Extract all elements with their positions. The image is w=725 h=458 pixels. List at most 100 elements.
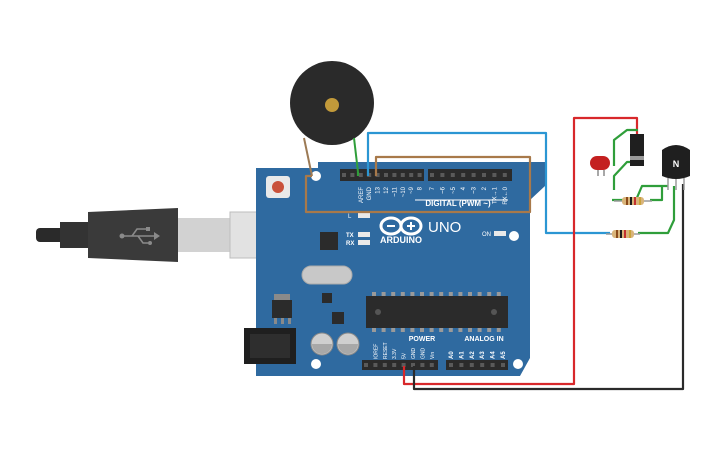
digital-label: DIGITAL (PWM ~)	[425, 199, 491, 208]
pin-hole[interactable]	[471, 173, 476, 177]
buzzer-leg	[303, 137, 313, 177]
power-pin-label: GND	[420, 348, 426, 360]
pin-hole[interactable]	[449, 363, 453, 367]
chip-leg	[468, 292, 472, 296]
pin-hole[interactable]	[392, 173, 397, 177]
svg-text:TX: TX	[346, 233, 354, 239]
chip-leg	[420, 292, 424, 296]
chip-leg	[439, 328, 444, 332]
pin-hole[interactable]	[490, 363, 495, 367]
arduino-infinity-logo-icon	[379, 216, 423, 236]
pin-hole[interactable]	[429, 363, 434, 367]
pin-hole[interactable]	[342, 173, 346, 177]
npn-transistor[interactable]: N	[662, 145, 690, 190]
mounting-hole	[311, 359, 321, 369]
pin-hole[interactable]	[492, 173, 497, 177]
analog-pin-label: A1	[459, 351, 465, 359]
usb-cable[interactable]	[36, 208, 271, 262]
mounting-hole	[513, 359, 523, 369]
digital-pin-label: 2	[482, 186, 488, 190]
small-chip	[322, 293, 332, 303]
analog-pin-label: A5	[501, 351, 507, 359]
chip-leg	[458, 328, 463, 332]
pin-hole[interactable]	[384, 173, 388, 177]
pin-hole[interactable]	[375, 173, 380, 177]
crystal-oscillator	[301, 265, 353, 285]
tx-led: TX	[346, 232, 370, 239]
chip-leg	[468, 328, 472, 332]
pin-hole[interactable]	[373, 363, 378, 367]
red-led[interactable]	[590, 156, 610, 176]
diode[interactable]	[630, 134, 644, 166]
analog-pin-label: A4	[491, 351, 497, 359]
pin-hole[interactable]	[440, 173, 445, 177]
wire-black[interactable]	[412, 184, 685, 391]
piezo-buzzer[interactable]	[290, 61, 374, 177]
chip-leg	[477, 292, 482, 296]
pin-hole[interactable]	[364, 363, 368, 367]
wire-green[interactable]	[638, 186, 676, 235]
resistor-bottom[interactable]	[606, 230, 640, 238]
digital-pin-label: 4	[461, 186, 467, 190]
digital-pin-label: 13	[376, 186, 382, 193]
pin-hole[interactable]	[459, 363, 464, 367]
mounting-hole	[311, 171, 321, 181]
pin-hole[interactable]	[411, 363, 415, 367]
chip-leg	[381, 292, 386, 296]
transistor-label: N	[673, 159, 680, 169]
pin-hole[interactable]	[401, 363, 406, 367]
wire-green[interactable]	[650, 186, 664, 202]
chip-leg	[487, 292, 492, 296]
digital-pin-label: 8	[418, 186, 424, 190]
pin-hole[interactable]	[358, 173, 363, 177]
pin-hole[interactable]	[430, 173, 434, 177]
wire-blue[interactable]	[366, 131, 610, 235]
power-header	[362, 360, 438, 370]
pin-hole[interactable]	[350, 173, 355, 177]
usb-plug-metal	[178, 218, 230, 252]
usb-icon	[119, 227, 160, 245]
power-pin-label: 5V	[402, 352, 408, 359]
digital-pin-label: GND	[367, 186, 373, 200]
pin-hole[interactable]	[409, 173, 414, 177]
power-label: POWER	[409, 336, 435, 343]
reset-button[interactable]	[266, 176, 290, 198]
wire-green[interactable]	[612, 160, 637, 190]
wire-red[interactable]	[402, 116, 639, 386]
pin-hole[interactable]	[367, 173, 372, 177]
power-pin-label: Vin	[430, 352, 436, 359]
pin-hole[interactable]	[417, 173, 422, 177]
power-pin-label: RESET	[383, 342, 389, 359]
pin-hole[interactable]	[450, 173, 455, 177]
digital-pin-label: 12	[384, 186, 390, 193]
digital-pin-label: ~10	[401, 186, 407, 197]
pin-hole[interactable]	[480, 363, 485, 367]
analog-pin-label: A0	[449, 351, 455, 359]
pin-hole[interactable]	[502, 173, 507, 177]
digital-pin-label: ~3	[472, 186, 478, 194]
pin-hole[interactable]	[501, 363, 505, 367]
analog-pin-label: A3	[480, 351, 486, 359]
wire-brown[interactable]	[304, 155, 532, 214]
atmega-chip	[366, 296, 508, 328]
pin-hole[interactable]	[420, 363, 425, 367]
chip-leg	[458, 292, 463, 296]
pin-hole[interactable]	[461, 173, 466, 177]
wire-green[interactable]	[612, 128, 638, 166]
chip-leg	[439, 292, 444, 296]
pin-hole[interactable]	[382, 363, 387, 367]
rx-led: RX	[346, 240, 370, 247]
power-pin-label: 3.3V	[392, 348, 398, 359]
resistor-top[interactable]	[614, 197, 652, 205]
pin-hole[interactable]	[482, 173, 486, 177]
pin-hole[interactable]	[392, 363, 397, 367]
power-jack[interactable]	[244, 328, 296, 364]
digital-pin-holes	[342, 173, 507, 177]
pin-hole[interactable]	[400, 173, 405, 177]
svg-text:ON: ON	[482, 232, 491, 238]
pin-hole[interactable]	[469, 363, 474, 367]
